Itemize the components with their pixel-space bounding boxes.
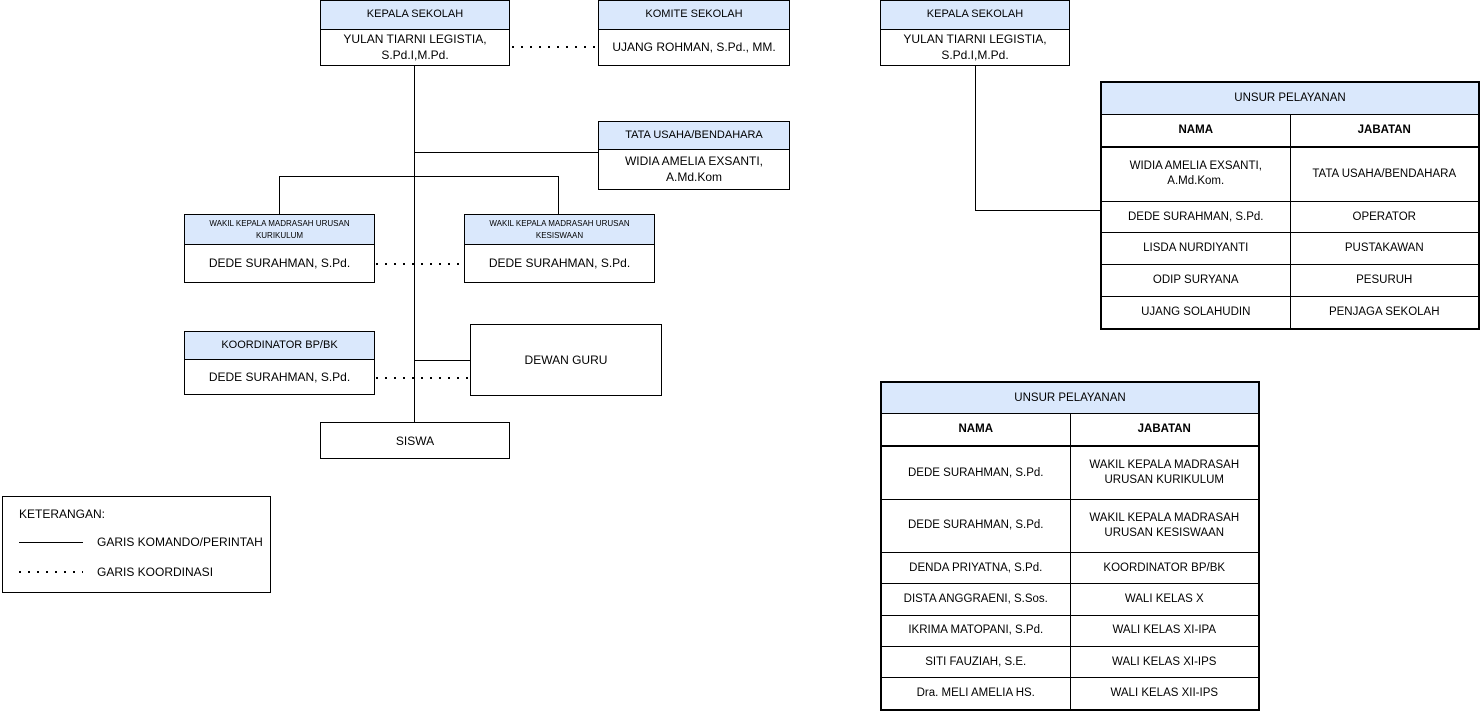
table-teachers-r0-jabatan: WAKIL KEPALA MADRASAH URUSAN KURIKULUM [1069, 445, 1259, 501]
table-teachers-r3-jabatan: WALI KELAS X [1069, 583, 1259, 616]
node-kepala-sekolah[interactable]: KEPALA SEKOLAH YULAN TIARNI LEGISTIA, S.… [320, 0, 510, 66]
table-staff-r0-jabatan: TATA USAHA/BENDAHARA [1289, 146, 1479, 202]
table-staff-header-row: NAMA JABATAN [1101, 113, 1479, 148]
table-staff-r3-jabatan: PESURUH [1289, 264, 1479, 298]
node-kepala-sekolah-right[interactable]: KEPALA SEKOLAH YULAN TIARNI LEGISTIA, S.… [880, 0, 1070, 66]
node-kepala-sekolah-right-header: KEPALA SEKOLAH [881, 1, 1069, 30]
node-koordinator-bpbk-name: DEDE SURAHMAN, S.Pd. [208, 369, 351, 384]
table-teachers-title-row: UNSUR PELAYANAN [881, 381, 1259, 415]
table-staff-title-row: UNSUR PELAYANAN [1101, 82, 1479, 115]
legend-item-koordinasi-label: GARIS KOORDINASI [97, 565, 214, 579]
node-wakil-kurikulum-name: DEDE SURAHMAN, S.Pd. [208, 256, 351, 271]
table-teachers-title: UNSUR PELAYANAN [881, 381, 1259, 415]
legend-item-komando-label: GARIS KOMANDO/PERINTAH [97, 535, 263, 549]
table-staff-r1-jabatan: OPERATOR [1289, 200, 1479, 234]
table-teachers-r4-jabatan: WALI KELAS XI-IPA [1069, 614, 1259, 648]
node-kepala-sekolah-right-name: YULAN TIARNI LEGISTIA, S.Pd.I,M.Pd. [903, 32, 1047, 62]
table-row: WIDIA AMELIA EXSANTI, A.Md.Kom. TATA USA… [1101, 146, 1479, 202]
table-teachers-col-jabatan: JABATAN [1069, 413, 1259, 448]
table-row: DEDE SURAHMAN, S.Pd. OPERATOR [1101, 200, 1479, 234]
table-staff-r0-nama: WIDIA AMELIA EXSANTI, A.Md.Kom. [1101, 146, 1291, 202]
table-teachers-r4-nama: IKRIMA MATOPANI, S.Pd. [881, 614, 1071, 648]
legend-title: KETERANGAN: [19, 507, 106, 521]
table-teachers-r2-nama: DENDA PRIYATNA, S.Pd. [881, 551, 1071, 585]
coordination-line-wakil [376, 263, 464, 265]
legend-item-koordinasi: GARIS KOORDINASI [19, 565, 213, 579]
table-staff-r4-jabatan: PENJAGA SEKOLAH [1289, 296, 1479, 329]
connector-wakil-kurikulum-drop [279, 176, 280, 214]
table-staff-r2-jabatan: PUSTAKAWAN [1289, 232, 1479, 266]
dotted-line-icon [19, 571, 83, 573]
table-unsur-pelayanan-staff: UNSUR PELAYANAN NAMA JABATAN WIDIA AMELI… [1100, 81, 1480, 330]
table-teachers-r2-jabatan: KOORDINATOR BP/BK [1069, 551, 1259, 585]
node-koordinator-bpbk-header: KOORDINATOR BP/BK [185, 332, 374, 360]
node-tata-usaha-header: TATA USAHA/BENDAHARA [599, 122, 789, 150]
table-teachers-r3-nama: DISTA ANGGRAENI, S.Sos. [881, 583, 1071, 616]
connector-to-tata-usaha [414, 152, 599, 153]
table-row: DENDA PRIYATNA, S.Pd. KOORDINATOR BP/BK [881, 551, 1259, 585]
connector-wakil-kesiswaan-drop [558, 176, 559, 214]
table-staff-r1-nama: DEDE SURAHMAN, S.Pd. [1101, 200, 1291, 234]
table-teachers-r0-nama: DEDE SURAHMAN, S.Pd. [881, 445, 1071, 501]
connector-right-kepala-to-table [975, 210, 1101, 211]
table-row: IKRIMA MATOPANI, S.Pd. WALI KELAS XI-IPA [881, 614, 1259, 648]
table-row: DEDE SURAHMAN, S.Pd. WAKIL KEPALA MADRAS… [881, 445, 1259, 501]
node-wakil-kurikulum-header: WAKIL KEPALA MADRASAH URUSAN KURIKULUM [185, 215, 374, 245]
legend-box: KETERANGAN: GARIS KOMANDO/PERINTAH GARIS… [2, 496, 271, 593]
table-row: DISTA ANGGRAENI, S.Sos. WALI KELAS X [881, 583, 1259, 616]
connector-wakil-spine [279, 176, 559, 177]
table-teachers-r1-jabatan: WAKIL KEPALA MADRASAH URUSAN KESISWAAN [1069, 499, 1259, 553]
table-staff-r3-nama: ODIP SURYANA [1101, 264, 1291, 298]
solid-line-icon [19, 541, 83, 543]
table-teachers-col-nama: NAMA [881, 413, 1071, 448]
connector-to-dewan-guru [414, 360, 471, 361]
table-teachers-r5-nama: SITI FAUZIAH, S.E. [881, 646, 1071, 679]
node-wakil-kesiswaan[interactable]: WAKIL KEPALA MADRASAH URUSAN KESISWAAN D… [464, 214, 655, 283]
table-row: SITI FAUZIAH, S.E. WALI KELAS XI-IPS [881, 646, 1259, 679]
table-row: ODIP SURYANA PESURUH [1101, 264, 1479, 298]
table-teachers-r6-nama: Dra. MELI AMELIA HS. [881, 677, 1071, 710]
node-wakil-kesiswaan-name: DEDE SURAHMAN, S.Pd. [488, 256, 631, 271]
node-komite-sekolah-name: UJANG ROHMAN, S.Pd., MM. [612, 40, 776, 55]
node-wakil-kesiswaan-header: WAKIL KEPALA MADRASAH URUSAN KESISWAAN [465, 215, 654, 245]
table-teachers-r5-jabatan: WALI KELAS XI-IPS [1069, 646, 1259, 679]
node-tata-usaha[interactable]: TATA USAHA/BENDAHARA WIDIA AMELIA EXSANT… [598, 121, 790, 190]
node-siswa[interactable]: SISWA [320, 422, 510, 459]
table-teachers-r1-nama: DEDE SURAHMAN, S.Pd. [881, 499, 1071, 553]
node-kepala-sekolah-name: YULAN TIARNI LEGISTIA, S.Pd.I,M.Pd. [343, 32, 487, 62]
node-kepala-sekolah-header: KEPALA SEKOLAH [321, 1, 509, 30]
node-dewan-guru[interactable]: DEWAN GURU [470, 324, 662, 396]
table-teachers-header-row: NAMA JABATAN [881, 413, 1259, 448]
table-row: Dra. MELI AMELIA HS. WALI KELAS XII-IPS [881, 677, 1259, 710]
node-koordinator-bpbk[interactable]: KOORDINATOR BP/BK DEDE SURAHMAN, S.Pd. [184, 331, 375, 395]
node-wakil-kurikulum[interactable]: WAKIL KEPALA MADRASAH URUSAN KURIKULUM D… [184, 214, 375, 283]
table-staff-title: UNSUR PELAYANAN [1101, 82, 1479, 115]
table-staff-r4-nama: UJANG SOLAHUDIN [1101, 296, 1291, 329]
table-row: UJANG SOLAHUDIN PENJAGA SEKOLAH [1101, 296, 1479, 329]
table-teachers-r6-jabatan: WALI KELAS XII-IPS [1069, 677, 1259, 710]
table-row: LISDA NURDIYANTI PUSTAKAWAN [1101, 232, 1479, 266]
node-tata-usaha-name: WIDIA AMELIA EXSANTI, A.Md.Kom [624, 154, 764, 184]
connector-right-kepala-drop [975, 66, 976, 211]
node-komite-sekolah-header: KOMITE SEKOLAH [599, 1, 789, 30]
connector-kepala-trunk [414, 66, 415, 422]
node-komite-sekolah[interactable]: KOMITE SEKOLAH UJANG ROHMAN, S.Pd., MM. [598, 0, 790, 66]
table-staff-r2-nama: LISDA NURDIYANTI [1101, 232, 1291, 266]
legend-item-komando: GARIS KOMANDO/PERINTAH [19, 535, 263, 549]
table-staff-col-nama: NAMA [1101, 113, 1291, 148]
table-row: DEDE SURAHMAN, S.Pd. WAKIL KEPALA MADRAS… [881, 499, 1259, 553]
table-staff-col-jabatan: JABATAN [1289, 113, 1479, 148]
coordination-line-kepala-komite [512, 46, 598, 48]
coordination-line-bpbk-dewanguru [376, 377, 471, 379]
table-unsur-pelayanan-teachers: UNSUR PELAYANAN NAMA JABATAN DEDE SURAHM… [880, 381, 1260, 711]
